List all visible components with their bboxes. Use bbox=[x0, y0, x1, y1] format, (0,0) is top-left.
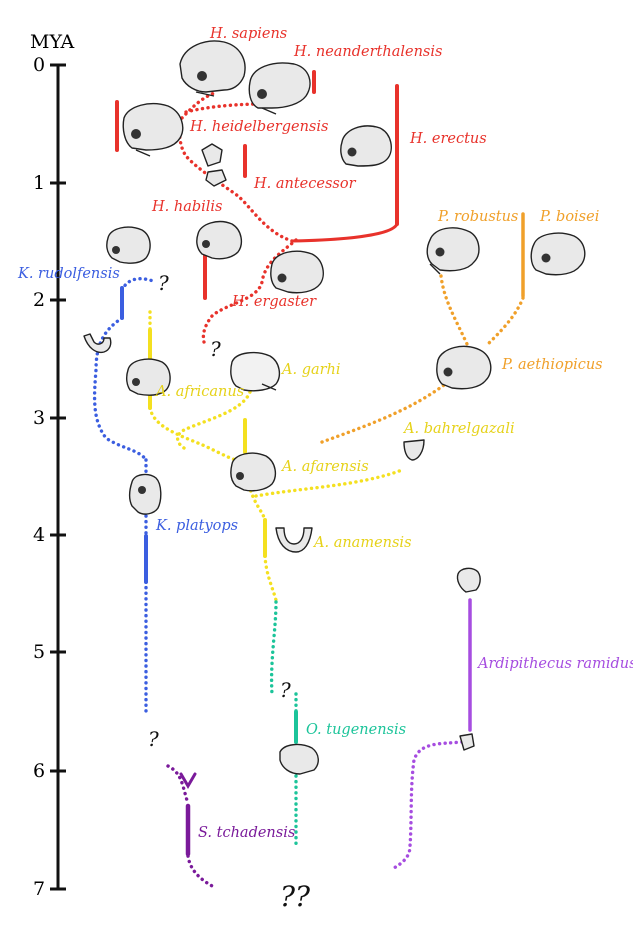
time-axis: MYA 0 1 2 3 4 5 6 7 bbox=[30, 31, 75, 900]
p-robustus-path bbox=[439, 274, 469, 346]
k-rudolfensis-lower-path bbox=[92, 316, 148, 462]
axis-title: MYA bbox=[30, 31, 75, 53]
label-a-anamensis: A. anamensis bbox=[312, 535, 412, 551]
o-tugenensis-fragment-icon bbox=[279, 743, 319, 775]
a-bahrelgazali-path bbox=[254, 468, 404, 498]
label-a-garhi: A. garhi bbox=[280, 362, 341, 378]
label-a-africanus: A. africanus bbox=[154, 384, 244, 400]
question-mark: ? bbox=[158, 271, 169, 295]
tick-label: 5 bbox=[33, 641, 45, 663]
p-robustus-skull-icon bbox=[426, 227, 480, 275]
h-sapiens-skull-icon bbox=[179, 40, 246, 97]
label-ardipithecus-ramidus: Ardipithecus ramidus bbox=[476, 656, 633, 672]
k-rudolfensis-jaw-icon bbox=[83, 333, 112, 354]
kenyanthropus-lineage bbox=[92, 277, 158, 714]
label-h-antecessor: H. antecessor bbox=[253, 176, 357, 192]
label-h-sapiens: H. sapiens bbox=[209, 26, 287, 42]
h-erectus-skull-icon bbox=[340, 125, 392, 167]
k-platyops-skull-icon bbox=[129, 473, 162, 515]
s-tchadensis-upper-path bbox=[166, 764, 190, 806]
label-h-neanderthalensis: H. neanderthalensis bbox=[293, 44, 442, 60]
a-bahrelgazali-jaw-icon bbox=[403, 439, 425, 461]
h-ergaster-skull-icon bbox=[270, 250, 324, 294]
h-antecessor-fragment-icon bbox=[201, 143, 227, 187]
label-a-afarensis: A. afarensis bbox=[280, 459, 369, 475]
tick-label: 4 bbox=[33, 524, 45, 546]
label-p-robustus: P. robustus bbox=[437, 209, 518, 225]
h-heidelbergensis-to-neanderthalensis-path bbox=[184, 102, 264, 114]
k-rudolfensis-upper-path bbox=[120, 277, 158, 292]
o-tugenensis-upper-path bbox=[269, 600, 278, 696]
p-aethiopicus-path bbox=[320, 380, 450, 444]
label-k-rudolfensis: K. rudolfensis bbox=[17, 266, 120, 282]
tick-label: 7 bbox=[33, 878, 45, 900]
label-k-platyops: K. platyops bbox=[155, 518, 238, 534]
label-h-ergaster: H. ergaster bbox=[231, 294, 317, 310]
label-s-tchadensis: S. tchadensis bbox=[198, 825, 295, 841]
question-mark: ? bbox=[280, 678, 291, 702]
p-boisei-skull-icon bbox=[530, 232, 586, 276]
a-garhi-path bbox=[175, 390, 252, 450]
a-garhi-skull-icon bbox=[230, 351, 281, 392]
label-o-tugenensis: O. tugenensis bbox=[306, 722, 406, 738]
tick-label: 3 bbox=[33, 407, 45, 429]
ardipithecus-lineage bbox=[392, 598, 472, 870]
question-mark: ? bbox=[148, 727, 159, 751]
question-mark: ? bbox=[210, 337, 221, 361]
p-aethiopicus-skull-icon bbox=[436, 345, 492, 390]
label-h-habilis: H. habilis bbox=[151, 199, 222, 215]
a-afarensis-skull-icon bbox=[230, 452, 277, 492]
ardipithecus-ramidus-fragment-icon bbox=[456, 567, 481, 751]
label-p-boisei: P. boisei bbox=[539, 209, 599, 225]
h-heidelbergensis-skull-icon bbox=[122, 102, 184, 157]
h-erectus-branch bbox=[290, 222, 399, 243]
s-tchadensis-lower-path bbox=[186, 854, 218, 890]
orrorin-lineage bbox=[269, 600, 298, 848]
ardipithecus-ramidus-path bbox=[392, 740, 464, 870]
s-tchadensis-fork bbox=[179, 772, 197, 789]
double-question-mark: ?? bbox=[280, 880, 311, 913]
label-h-erectus: H. erectus bbox=[409, 131, 487, 147]
a-anamensis-jaw-icon bbox=[275, 527, 313, 553]
label-p-aethiopicus: P. aethiopicus bbox=[501, 357, 603, 373]
paranthropus-lineage bbox=[320, 212, 525, 444]
australopithecus-lineage bbox=[148, 310, 404, 602]
a-anamensis-to-orrorin-path bbox=[263, 554, 278, 602]
label-h-heidelbergensis: H. heidelbergensis bbox=[189, 119, 328, 135]
a-africanus-to-afarensis-path bbox=[148, 406, 246, 464]
sahelanthropus-lineage bbox=[166, 764, 218, 890]
p-boisei-path bbox=[484, 296, 525, 348]
h-heidelbergensis-to-sapiens-path bbox=[180, 90, 219, 120]
h-habilis-skull-icon bbox=[196, 220, 243, 260]
label-a-bahrelgazali: A. bahrelgazali bbox=[402, 421, 515, 437]
tick-label: 1 bbox=[33, 172, 45, 194]
tick-label: 0 bbox=[33, 54, 45, 76]
tick-label: 2 bbox=[33, 289, 45, 311]
a-africanus-skull-icon bbox=[125, 358, 171, 396]
h-neanderthalensis-skull-icon bbox=[248, 62, 311, 115]
tick-label: 6 bbox=[33, 760, 45, 782]
k-rudolfensis-skull-icon bbox=[106, 226, 151, 264]
